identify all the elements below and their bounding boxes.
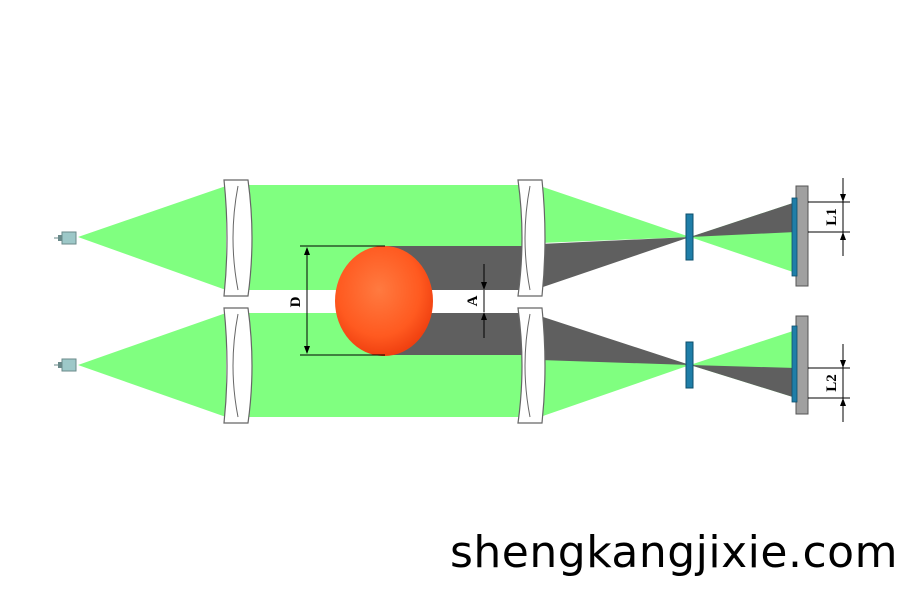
bottom-diverging-beam [78, 313, 226, 417]
top-converging-beam [540, 186, 690, 243]
dimension-a: A [465, 264, 487, 338]
top-aperture [685, 213, 694, 261]
watermark-text: shengkangjixie.com [450, 527, 898, 578]
top-collimating-lens [223, 179, 253, 297]
label-l1: L1 [824, 208, 840, 226]
top-converging-shadow [540, 237, 690, 288]
top-light-source-icon [54, 231, 77, 245]
top-detector-shadow [690, 202, 796, 237]
bottom-light-source-icon [54, 358, 77, 372]
bottom-detector-shadow [690, 365, 796, 398]
bottom-detector [791, 315, 809, 415]
dimension-l1: L1 [808, 178, 850, 256]
bottom-aperture [685, 341, 694, 389]
top-detector [791, 185, 809, 287]
bottom-collimating-lens [223, 307, 253, 424]
label-l2: L2 [824, 374, 840, 392]
measured-object [335, 246, 433, 356]
dimension-l2: L2 [808, 344, 850, 422]
top-focusing-lens [517, 179, 546, 297]
bottom-converging-shadow [540, 316, 690, 365]
dimension-d: D [288, 245, 385, 356]
label-a: A [465, 295, 481, 306]
top-diverging-beam [78, 186, 226, 290]
label-d: D [288, 296, 304, 307]
bottom-focusing-lens [517, 307, 546, 424]
